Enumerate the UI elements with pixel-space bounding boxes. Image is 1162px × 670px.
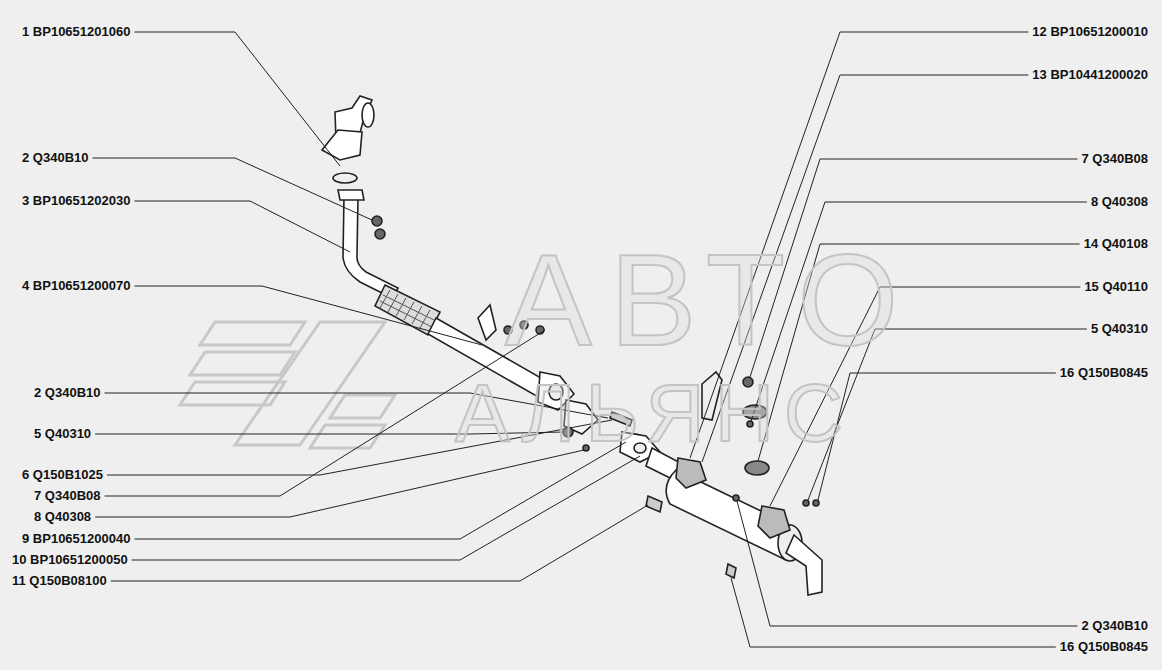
- callout-label: 4 BP10651200070: [22, 278, 130, 294]
- leader-line: [134, 32, 340, 166]
- callout-label: 7 Q340B08: [34, 488, 101, 504]
- callout-label: 8 Q40308: [34, 509, 91, 525]
- leader-line: [95, 450, 584, 517]
- leader-line: [111, 505, 648, 581]
- callout-label: 6 Q150B1025: [22, 467, 103, 483]
- callout-label: 7 Q340B08: [1082, 151, 1149, 167]
- callout-label: 2 Q340B10: [1082, 618, 1149, 634]
- callout-label: 5 Q40310: [1091, 321, 1148, 337]
- callout-label: 16 Q150B0845: [1060, 639, 1148, 655]
- callout-label: 3 BP10651202030: [22, 193, 130, 209]
- leader-line: [132, 456, 640, 560]
- callout-label: 16 Q150B0845: [1060, 365, 1148, 381]
- callout-label: 12 BP10651200010: [1032, 24, 1148, 40]
- leader-line: [818, 373, 1056, 500]
- callout-label: 2 Q340B10: [22, 150, 89, 166]
- callout-label: 15 Q40110: [1084, 279, 1148, 295]
- callout-label: 9 BP10651200040: [22, 531, 130, 547]
- leader-line: [134, 286, 482, 345]
- watermark: АЛЬЯНС: [455, 372, 853, 454]
- leader-line: [731, 578, 1056, 647]
- callout-label: 8 Q40308: [1091, 194, 1148, 210]
- leader-line: [737, 501, 1078, 626]
- callout-label: 10 BP10651200050: [12, 552, 128, 568]
- callout-label: 14 Q40108: [1084, 236, 1148, 252]
- watermark: АВТО: [505, 235, 916, 365]
- leader-line: [134, 201, 350, 252]
- callout-label: 11 Q150B08100: [12, 573, 107, 589]
- callout-label: 2 Q340B10: [34, 385, 101, 401]
- leader-line: [134, 442, 626, 539]
- callout-label: 13 BP10441200020: [1032, 67, 1148, 83]
- callout-label: 1 BP10651201060: [22, 24, 130, 40]
- logo-stripes: [180, 322, 395, 448]
- leader-line: [93, 158, 373, 220]
- callout-label: 5 Q40310: [34, 426, 91, 442]
